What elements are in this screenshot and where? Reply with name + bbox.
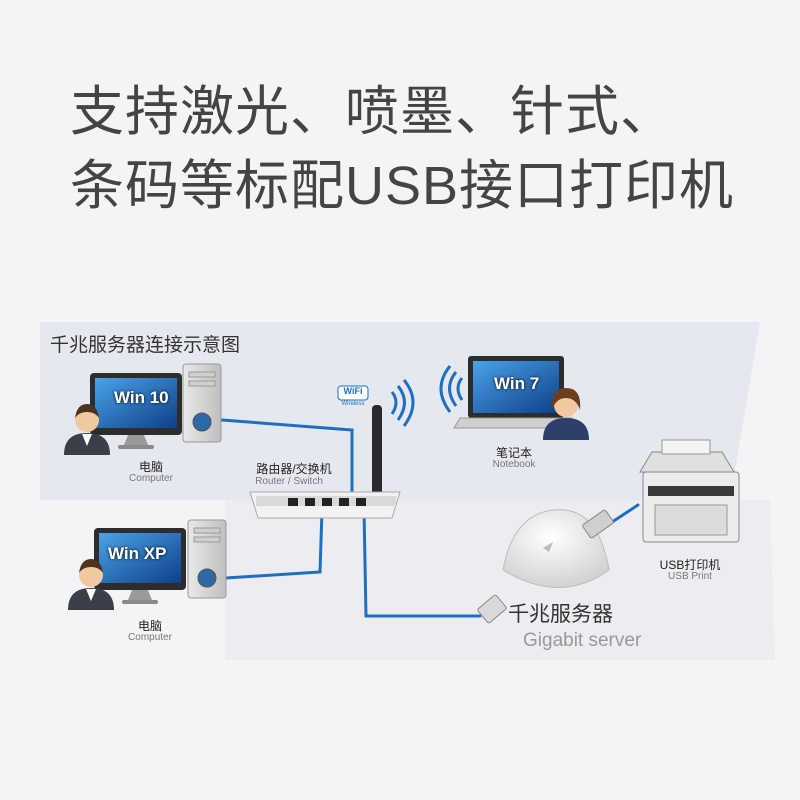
headline-line-2: 条码等标配USB接口打印机 [70, 156, 735, 216]
pc-1 [64, 363, 222, 455]
printer [639, 439, 740, 543]
antenna [372, 405, 382, 500]
pc2-label-en: Computer [128, 632, 172, 643]
wifi-waves-router [390, 379, 415, 427]
notebook-label-cn: 笔记本 [495, 446, 533, 460]
printer-label-cn: USB打印机 [659, 558, 721, 572]
notebook-label-en: Notebook [492, 459, 536, 470]
person-avatar-3 [543, 388, 589, 440]
person-avatar-1 [64, 404, 110, 455]
pc1-label-en: Computer [129, 473, 173, 484]
wifi-badge-label: WiFi [343, 386, 363, 396]
notebook-screen [473, 361, 559, 413]
cable-router-server [362, 508, 482, 618]
diagram-title: 千兆服务器连接示意图 [50, 335, 241, 356]
screen-label-win7: Win 7 [494, 374, 540, 393]
router-label-en: Router / Switch [255, 476, 323, 487]
wifi-badge-sub: Wireless [341, 401, 365, 407]
pc1-label-cn: 电脑 [138, 460, 164, 474]
wifi-waves-notebook [439, 365, 464, 413]
router-label-cn: 路由器/交换机 [256, 462, 332, 476]
router [249, 379, 415, 519]
printer-label-en: USB Print [668, 571, 712, 582]
screen-1 [95, 378, 177, 428]
pc2-label-cn: 电脑 [137, 619, 163, 633]
pc-2 [68, 519, 227, 610]
person-avatar-2 [68, 559, 114, 610]
gigabit-server [477, 509, 614, 624]
monitor-stand-1 [124, 435, 148, 445]
wifi-badge [337, 385, 369, 401]
headline-line-1: 支持激光、喷墨、针式、 [70, 82, 675, 142]
server-label-cn: 千兆服务器 [508, 603, 613, 626]
usb-plug-icon [582, 509, 614, 539]
cable-pc1-router [220, 418, 354, 500]
screen-label-win10: Win 10 [114, 388, 169, 407]
cable-pc2-router [224, 508, 324, 580]
server-label-en: Gigabit server [523, 630, 642, 651]
background-band-bottom [225, 500, 775, 660]
ethernet-plug-icon [477, 594, 507, 624]
screen-2 [99, 533, 181, 583]
screen-label-winxp: Win XP [108, 544, 167, 563]
notebook [439, 356, 589, 440]
printer-scanner-lid [639, 451, 735, 473]
